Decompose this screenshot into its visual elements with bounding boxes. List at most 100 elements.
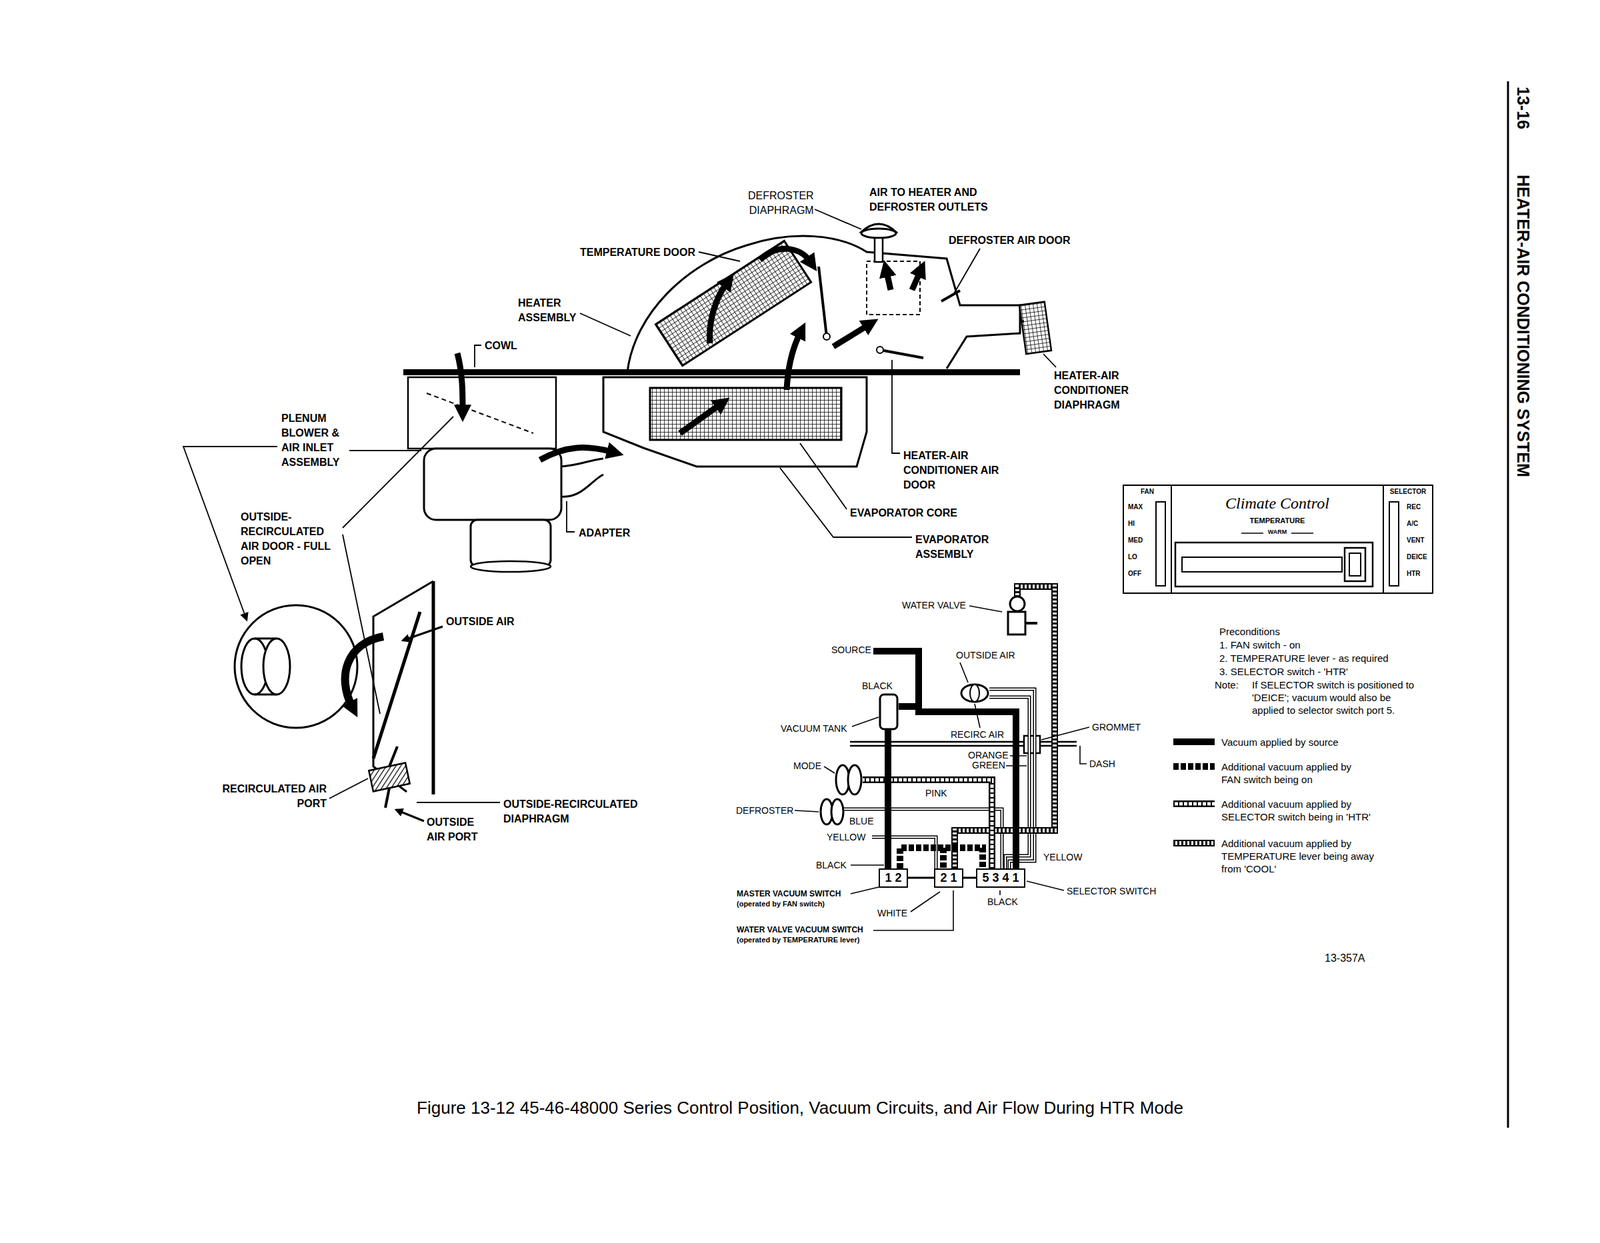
figure-caption: Figure 13-12 45-46-48000 Series Control … xyxy=(400,1096,1200,1120)
outside-air-arrow xyxy=(402,626,443,641)
temperature-slider xyxy=(1175,542,1373,587)
legend-sample xyxy=(1173,800,1215,808)
heater-core xyxy=(655,240,811,366)
outside-recirc-diaphragm xyxy=(368,763,410,792)
hose-label: WATER VALVE xyxy=(902,600,966,611)
temperature-knob xyxy=(1344,548,1366,582)
defroster-air-door xyxy=(941,290,960,302)
selector-hose xyxy=(862,780,992,869)
part-label: HEATER-AIR CONDITIONER AIR DOOR xyxy=(903,448,1000,493)
outside-recirc-actuator xyxy=(961,684,988,702)
leader-line xyxy=(566,501,575,532)
part-label: OUTSIDE-RECIRCULATED AIR DOOR - FULL OPE… xyxy=(240,510,341,569)
water-valve xyxy=(1008,612,1026,635)
part-label: COWL xyxy=(484,338,518,354)
leader-line xyxy=(416,802,500,804)
water-valve-pipe xyxy=(1025,622,1038,625)
leader-line xyxy=(1006,756,1027,766)
hose-label: MODE xyxy=(793,760,822,772)
temperature-track xyxy=(1182,557,1342,572)
vacuum-line-connector xyxy=(908,877,935,880)
inlet-plate xyxy=(373,581,434,792)
temperature-knob xyxy=(1349,553,1361,576)
leader-line xyxy=(342,534,380,714)
hose-label: DEFROSTER xyxy=(736,805,794,816)
grommet xyxy=(1024,736,1040,754)
outside-air-port-arrow xyxy=(396,810,424,822)
defroster-diaphragm xyxy=(831,799,844,825)
figure-code: 13-357A xyxy=(1324,952,1366,966)
part-label: DEFROSTER DIAPHRAGM xyxy=(748,188,814,218)
airflow-arrow xyxy=(760,248,810,262)
plenum-box xyxy=(408,377,556,449)
temperature-hose xyxy=(954,586,1055,869)
heater-ac-air-door xyxy=(880,350,924,358)
panel-text: WARM xyxy=(1172,528,1383,536)
inactive-hose xyxy=(844,689,1035,869)
leader-line xyxy=(873,890,954,931)
hose-label: VACUUM TANK xyxy=(780,723,848,734)
fan-slot xyxy=(1156,502,1166,586)
switch-label: WATER VALVE VACUUM SWITCH xyxy=(736,925,864,936)
fan-switch-panel: FANMAXHIMEDLOOFF xyxy=(1124,486,1172,593)
panel-text: VENT xyxy=(1406,536,1425,545)
vacuum-switch: 1 2 xyxy=(878,868,908,888)
leader-line xyxy=(814,209,862,230)
part-label: TEMPERATURE DOOR xyxy=(580,245,696,260)
hose-label: SELECTOR SWITCH xyxy=(1066,886,1156,897)
panel-text: HTR xyxy=(1406,570,1421,578)
leader-line xyxy=(960,662,968,683)
inlet-panel xyxy=(432,581,436,795)
leader-line xyxy=(910,892,940,912)
blower-motor xyxy=(470,520,551,567)
leader-line xyxy=(698,252,740,262)
adapter-tube xyxy=(561,458,604,497)
page-rule xyxy=(1507,81,1510,1128)
part-label: RECIRCULATED AIR PORT xyxy=(193,782,327,812)
part-label: HEATER-AIR CONDITIONER DIAPHRAGM xyxy=(1054,368,1151,413)
hose-label: ORANGE xyxy=(968,750,1009,761)
part-label: ADAPTER xyxy=(578,526,630,541)
airflow-arrow xyxy=(457,353,463,410)
panel-text: HI xyxy=(1128,520,1135,528)
panel-text: MED xyxy=(1128,536,1143,545)
legend-text: Additional vacuum applied by TEMPERATURE… xyxy=(1221,838,1374,875)
part-label: HEATER ASSEMBLY xyxy=(518,296,576,326)
legend-sample xyxy=(1173,763,1215,770)
temperature-door xyxy=(818,266,827,337)
leader-line xyxy=(852,717,879,727)
leader-line xyxy=(974,704,980,728)
leader-line xyxy=(780,468,912,538)
leader-line xyxy=(349,450,422,452)
part-label: EVAPORATOR CORE xyxy=(850,506,958,521)
leader-line xyxy=(892,360,900,454)
hose-label: WHITE xyxy=(877,908,908,919)
defroster-diaphragm xyxy=(861,228,896,238)
blower-scroll xyxy=(234,605,358,728)
legend-entry: Additional vacuum applied by TEMPERATURE… xyxy=(1221,837,1375,876)
legend-sample xyxy=(1173,802,1215,806)
leader-line xyxy=(824,766,835,774)
port-numbers: 2 1 xyxy=(940,871,957,886)
diaphragm-rod xyxy=(385,746,398,808)
airflow-arrow xyxy=(345,636,384,707)
airflow-arrow xyxy=(886,272,891,290)
legend-text: Additional vacuum applied by SELECTOR sw… xyxy=(1221,798,1371,823)
leader-line xyxy=(850,864,884,866)
hose-label: SOURCE xyxy=(831,644,872,656)
mode-diaphragm xyxy=(848,765,862,795)
vacuum-switch: 5 3 4 1 xyxy=(976,868,1025,888)
leader-line xyxy=(969,606,1002,612)
switch-note: (operated by FAN switch) xyxy=(736,900,825,909)
airflow-arrow xyxy=(833,325,868,347)
part-label: PLENUM BLOWER & AIR INLET ASSEMBLY xyxy=(281,411,348,470)
panel-text: MAX xyxy=(1128,503,1143,512)
defroster-duct xyxy=(866,261,920,315)
selector-hose xyxy=(862,780,992,869)
legend-sample xyxy=(1173,841,1215,846)
part-label: OUTSIDE-RECIRCULATED DIAPHRAGM xyxy=(503,797,677,827)
hose-label: GROMMET xyxy=(1092,722,1141,733)
panel-text: REC xyxy=(1406,503,1421,512)
hose-label: YELLOW xyxy=(1043,852,1082,863)
legend-sample xyxy=(1173,841,1215,846)
